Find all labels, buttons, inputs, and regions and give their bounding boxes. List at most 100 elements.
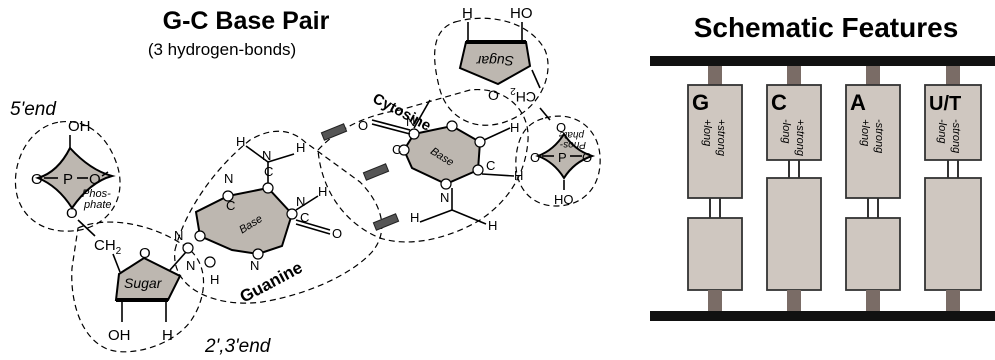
top-block (845, 84, 901, 199)
connector-stub (787, 290, 801, 311)
two-three-prime-end-label: 2',3'end (204, 336, 272, 357)
feature-long-label: -long (936, 119, 948, 144)
bond (413, 99, 431, 129)
connector-stub (787, 66, 801, 86)
top-bar (650, 56, 995, 66)
connector-stub (866, 290, 880, 311)
guanine-label: Guanine (237, 258, 306, 307)
phosphate-right-shape (535, 132, 596, 180)
atom-h: H (296, 140, 305, 155)
bond (101, 171, 109, 177)
atom-n: N (186, 258, 195, 273)
atom-circle (204, 256, 216, 268)
atom-n: N (440, 190, 449, 205)
feature-long-label: +long (701, 119, 713, 147)
atom-c: C (392, 142, 401, 157)
connector-stub (946, 66, 960, 86)
atom-o: O (556, 120, 566, 135)
bond (295, 223, 331, 235)
phosphate-left-label-bottom: phate (83, 199, 112, 211)
atom-o: O (31, 171, 43, 188)
bond (295, 219, 331, 231)
bond (267, 153, 295, 163)
hydrogen-bond-marker (362, 163, 390, 181)
atom-oh: OH (68, 118, 91, 135)
atom-o: O (488, 87, 499, 103)
feature-long-label: -long (780, 119, 792, 144)
atom-n: N (174, 228, 183, 243)
atom-n: N (406, 114, 415, 129)
sugar-right-label-group: Sugar (475, 53, 514, 69)
column-letter: C (771, 90, 787, 115)
atom-o: O (582, 150, 592, 165)
atom-h: H (210, 272, 219, 287)
bottom-bar (650, 311, 995, 321)
atom-circle (182, 242, 194, 254)
schematic-column-1: C-long+strong (766, 66, 822, 311)
atom-circle (194, 230, 206, 242)
atom-h: H (510, 120, 519, 135)
lower-block (766, 177, 822, 291)
sugar-left-outline (71, 221, 205, 353)
bond (451, 209, 487, 225)
atom-circle (222, 190, 234, 202)
bond (295, 195, 319, 211)
atom-circle (286, 208, 298, 220)
bond (539, 107, 551, 121)
bond (531, 69, 541, 89)
ch2-right-group: CH2 (510, 85, 536, 105)
atom-p: P (558, 150, 567, 165)
atom-h: H (462, 5, 473, 22)
ch2-right-label: CH2 (510, 85, 536, 105)
top-block (924, 84, 982, 161)
atom-h: H (318, 184, 327, 199)
atom-circle (252, 248, 264, 260)
connector-stub (866, 66, 880, 86)
atom-circle (474, 136, 486, 148)
atom-o: O (66, 205, 78, 222)
schematic-column-3: U/T -long-strong (924, 66, 982, 311)
lower-block (924, 177, 982, 291)
lower-block (687, 217, 743, 291)
lower-block (845, 217, 901, 291)
bond (481, 173, 515, 177)
connector-stub (708, 66, 722, 86)
atom-circle (408, 128, 420, 140)
ch2-label: CH2 (94, 237, 122, 257)
atom-oh: OH (108, 327, 131, 344)
bond (371, 123, 411, 135)
bond (245, 145, 269, 163)
atom-c: C (300, 210, 309, 225)
atom-n: N (296, 194, 305, 209)
atom-h: H (162, 327, 173, 344)
feature-strong-label: +strong (715, 119, 727, 157)
five-prime-end-label: 5'end (10, 99, 57, 120)
bond (112, 253, 121, 273)
atom-o: O (332, 226, 342, 241)
atom-o: O (139, 245, 151, 262)
bond (371, 119, 411, 131)
left-subtitle: (3 hydrogen-bonds) (148, 40, 296, 59)
cytosine-outline (317, 89, 529, 243)
feature-strong-label: -strong (950, 119, 962, 154)
connector-stub (946, 290, 960, 311)
column-letter: U/T (929, 93, 961, 115)
sugar-left-shape (114, 256, 182, 301)
bond (169, 251, 187, 271)
sugar-right-outline (434, 17, 549, 126)
hydrogen-bond-marker (372, 213, 400, 231)
phosphate-right-outline (515, 115, 601, 207)
atom-c: C (226, 198, 235, 213)
atom-n: N (262, 148, 271, 163)
column-letter: G (692, 90, 709, 115)
atom-h: H (488, 218, 497, 233)
schematic-column-0: G +long+strong (687, 66, 743, 311)
phosphate-right-label-bottom: phate (559, 129, 585, 140)
phosphate-left-label-top: Phos- (82, 188, 111, 200)
sugar-left-label: Sugar (124, 275, 163, 291)
atom-n: N (224, 171, 233, 186)
schematic-columns: G+long+strongC-long+strongA+long-strongU… (687, 66, 982, 311)
phosphate-right-label-group: Phos- phate (559, 129, 586, 150)
atom-o: O (89, 171, 101, 188)
